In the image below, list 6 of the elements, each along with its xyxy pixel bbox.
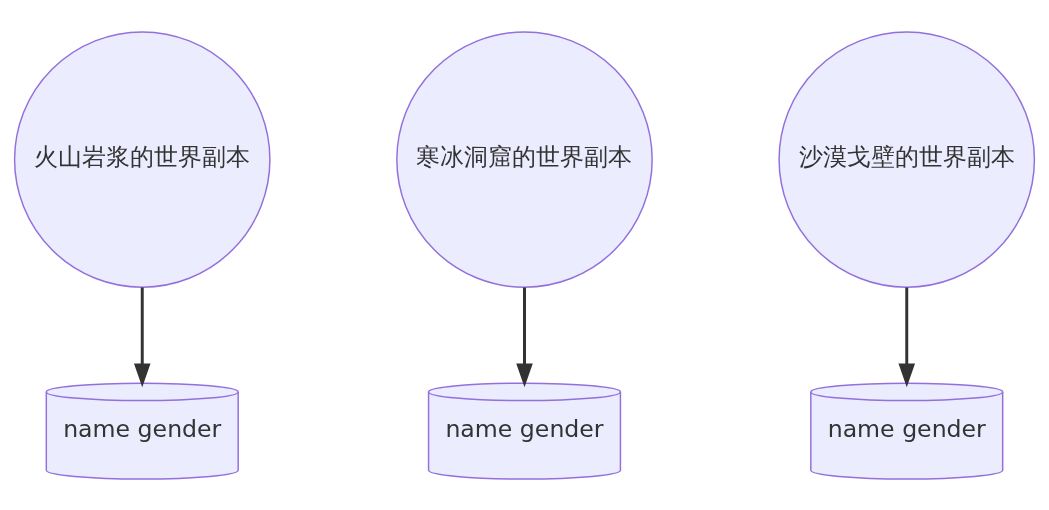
node-circle: 沙漠戈壁的世界副本 [778, 30, 1036, 288]
node-circle: 火山岩浆的世界副本 [13, 30, 271, 288]
arrow [516, 287, 533, 387]
node-circle: 寒冰洞窟的世界副本 [396, 30, 653, 288]
arrow [898, 287, 916, 387]
arrow [133, 287, 151, 387]
